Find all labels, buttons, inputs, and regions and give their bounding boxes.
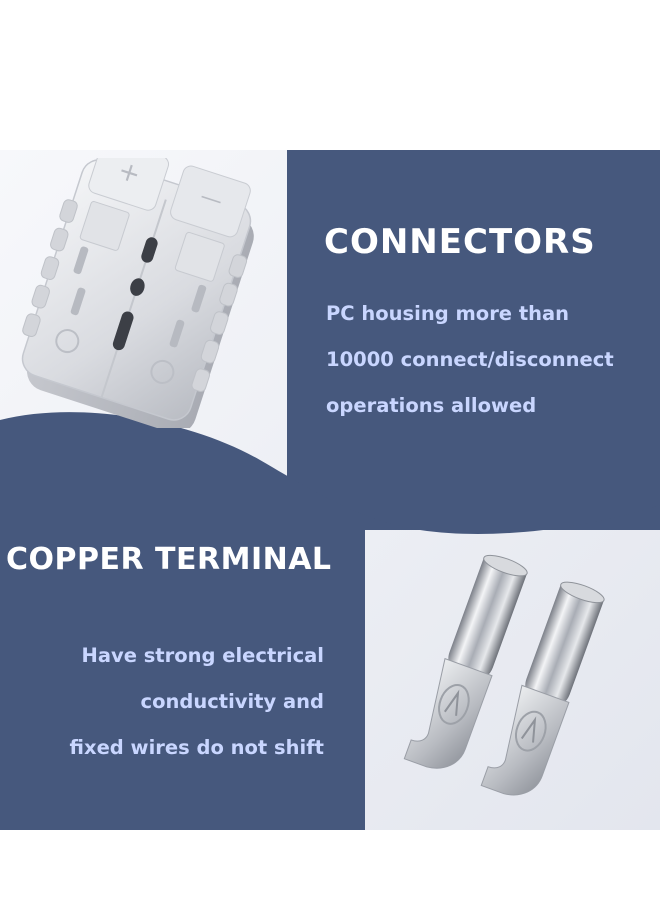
copper-terminal-2: [480, 581, 605, 796]
copper-desc-line-3: fixed wires do not shift: [69, 736, 324, 759]
copper-terminals-image: [403, 554, 605, 796]
copper-terminal-heading: COPPER TERMINAL: [6, 542, 332, 577]
copper-desc-line-2: conductivity and: [140, 690, 324, 713]
background-shapes: [0, 150, 660, 830]
copper-desc-line-1: Have strong electrical: [81, 644, 325, 667]
connectors-desc-line-1: PC housing more than: [326, 302, 570, 325]
product-feature-panel: CONNECTORS PC housing more than 10000 co…: [0, 150, 660, 830]
copper-terminal-block: [0, 412, 660, 830]
connectors-desc-line-3: operations allowed: [326, 394, 537, 417]
copper-terminal-1: [403, 554, 528, 769]
connectors-desc-line-2: 10000 connect/disconnect: [326, 348, 614, 371]
connector-housing-image: + —: [21, 158, 254, 428]
connectors-block: [287, 150, 660, 530]
connectors-heading: CONNECTORS: [324, 222, 596, 262]
